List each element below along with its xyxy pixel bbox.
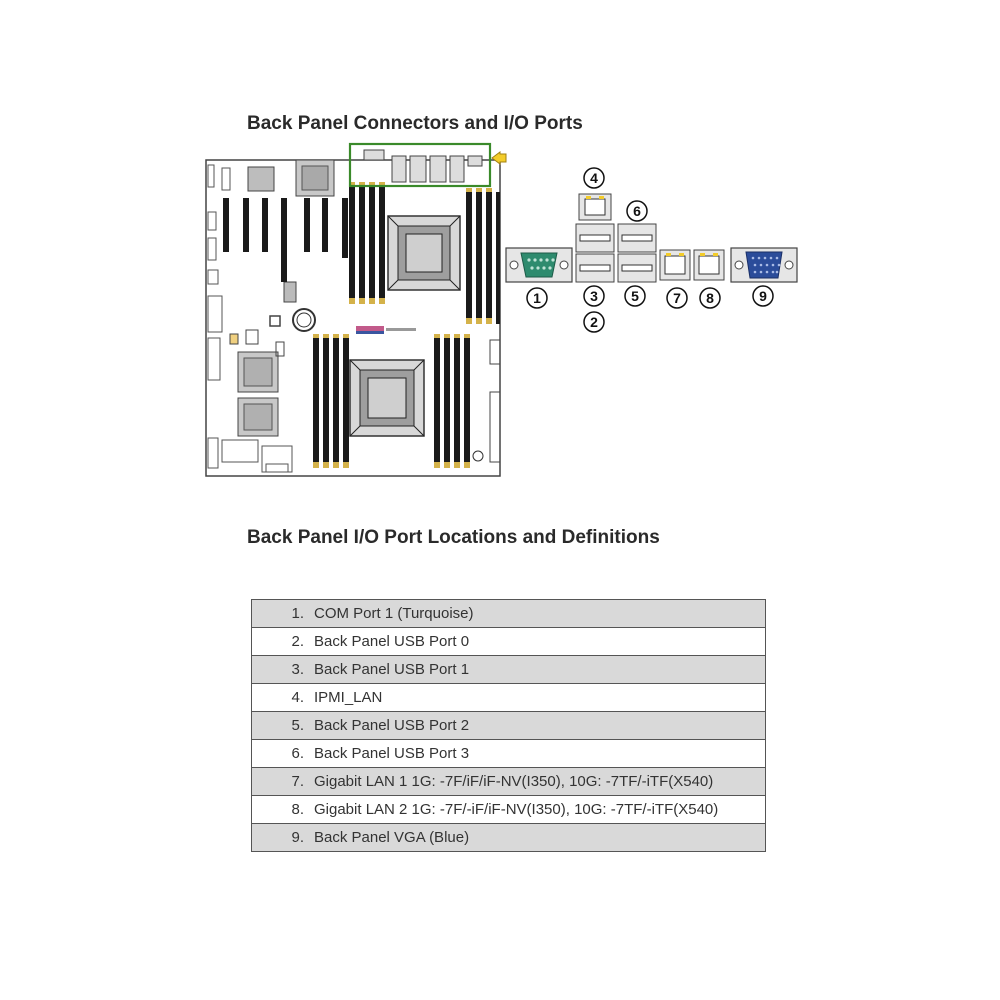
table-row: 7. Gigabit LAN 1 1G: -7F/iF/iF-NV(I350), … bbox=[251, 767, 766, 796]
dimm-slots-bottom-left bbox=[313, 334, 349, 468]
svg-text:4: 4 bbox=[590, 170, 598, 186]
port-index: 3. bbox=[291, 661, 304, 678]
port-definitions-table: 1. COM Port 1 (Turquoise) 2. Back Panel US… bbox=[251, 599, 766, 852]
port-label: Gigabit LAN 1 1G: -7F/iF/iF-NV(I350), 10… bbox=[314, 773, 714, 790]
definitions-title: Back Panel I/O Port Locations and Defini… bbox=[247, 527, 660, 548]
table-row: 9. Back Panel VGA (Blue) bbox=[251, 823, 766, 852]
port-label: Gigabit LAN 2 1G: -7F/-iF/iF-NV(I350), 1… bbox=[314, 801, 719, 818]
port-label: Back Panel USB Port 3 bbox=[314, 745, 470, 762]
table-row: 3. Back Panel USB Port 1 bbox=[251, 655, 766, 684]
port-label: IPMI_LAN bbox=[314, 689, 383, 706]
port-index: 8. bbox=[291, 801, 304, 818]
port-label: Back Panel USB Port 1 bbox=[314, 661, 470, 678]
board-rear-io bbox=[363, 149, 483, 183]
dimm-slots-top-left bbox=[349, 182, 385, 304]
cpu-socket-2 bbox=[349, 359, 425, 437]
callout-8: 8 bbox=[699, 287, 721, 309]
com-port-drawing bbox=[505, 247, 573, 283]
usb-stack-2-drawing bbox=[617, 223, 657, 283]
table-row: 5. Back Panel USB Port 2 bbox=[251, 711, 766, 740]
svg-text:3: 3 bbox=[590, 288, 598, 304]
table-row: 6. Back Panel USB Port 3 bbox=[251, 739, 766, 768]
callout-2: 2 bbox=[583, 311, 605, 333]
callout-5: 5 bbox=[624, 285, 646, 307]
table-row: 2. Back Panel USB Port 0 bbox=[251, 627, 766, 656]
rear-io-highlight-box bbox=[348, 142, 492, 188]
port-index: 4. bbox=[291, 689, 304, 706]
port-label: Back Panel USB Port 0 bbox=[314, 633, 470, 650]
table-row: 8. Gigabit LAN 2 1G: -7F/-iF/iF-NV(I350),… bbox=[251, 795, 766, 824]
callout-7: 7 bbox=[666, 287, 688, 309]
lan1-port-drawing bbox=[659, 249, 691, 281]
port-label: Back Panel VGA (Blue) bbox=[314, 829, 470, 846]
callout-1: 1 bbox=[526, 287, 548, 309]
svg-text:2: 2 bbox=[590, 314, 598, 330]
table-row: 4. IPMI_LAN bbox=[251, 683, 766, 712]
dimm-slots-bottom-right bbox=[434, 334, 470, 468]
port-index: 2. bbox=[291, 633, 304, 650]
callout-4: 4 bbox=[583, 167, 605, 189]
callout-9: 9 bbox=[752, 285, 774, 307]
svg-text:7: 7 bbox=[673, 290, 681, 306]
dimm-slots-top-right bbox=[466, 188, 500, 324]
ipmi-lan-port-drawing bbox=[578, 193, 612, 221]
motherboard bbox=[205, 142, 507, 477]
callout-3: 3 bbox=[583, 285, 605, 307]
svg-text:1: 1 bbox=[533, 290, 541, 306]
port-index: 5. bbox=[291, 717, 304, 734]
svg-text:8: 8 bbox=[706, 290, 714, 306]
lan2-port-drawing bbox=[693, 249, 725, 281]
port-index: 6. bbox=[291, 745, 304, 762]
port-label: Back Panel USB Port 2 bbox=[314, 717, 470, 734]
cpu-socket-1 bbox=[387, 215, 461, 291]
port-index: 9. bbox=[291, 829, 304, 846]
port-index: 7. bbox=[291, 773, 304, 790]
svg-text:5: 5 bbox=[631, 288, 639, 304]
back-panel-diagram: 1 2 3 4 5 6 7 8 9 bbox=[205, 142, 798, 477]
table-row: 1. COM Port 1 (Turquoise) bbox=[251, 599, 766, 628]
vga-port-drawing bbox=[730, 247, 798, 283]
port-label: COM Port 1 (Turquoise) bbox=[314, 605, 474, 622]
port-index: 1. bbox=[291, 605, 304, 622]
arrow-marker-icon bbox=[491, 151, 507, 165]
callout-6: 6 bbox=[626, 200, 648, 222]
diagram-title: Back Panel Connectors and I/O Ports bbox=[247, 113, 583, 134]
usb-stack-1-drawing bbox=[575, 223, 615, 283]
svg-text:9: 9 bbox=[759, 288, 767, 304]
svg-text:6: 6 bbox=[633, 203, 641, 219]
